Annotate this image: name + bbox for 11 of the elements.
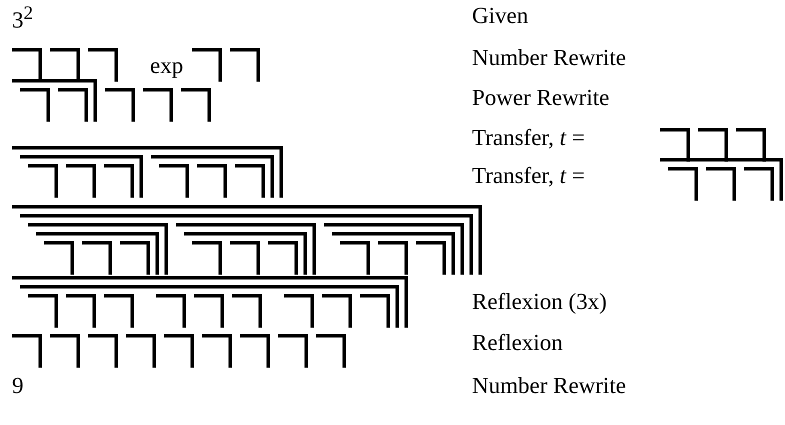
text-label: Power Rewrite <box>472 86 610 109</box>
text-label: 9 <box>12 374 24 397</box>
text-label: Given <box>472 4 528 27</box>
text-label: Transfer, t = <box>472 164 585 187</box>
text-label: Reflexion <box>472 331 563 354</box>
text-label: 3$^{2}$ <box>12 4 34 32</box>
text-label: Number Rewrite <box>472 374 626 397</box>
text-label: Reflexion (3x) <box>472 290 607 313</box>
text-label: exp <box>150 54 184 77</box>
text-label: Transfer, t = <box>472 126 585 149</box>
text-label: Number Rewrite <box>472 46 626 69</box>
